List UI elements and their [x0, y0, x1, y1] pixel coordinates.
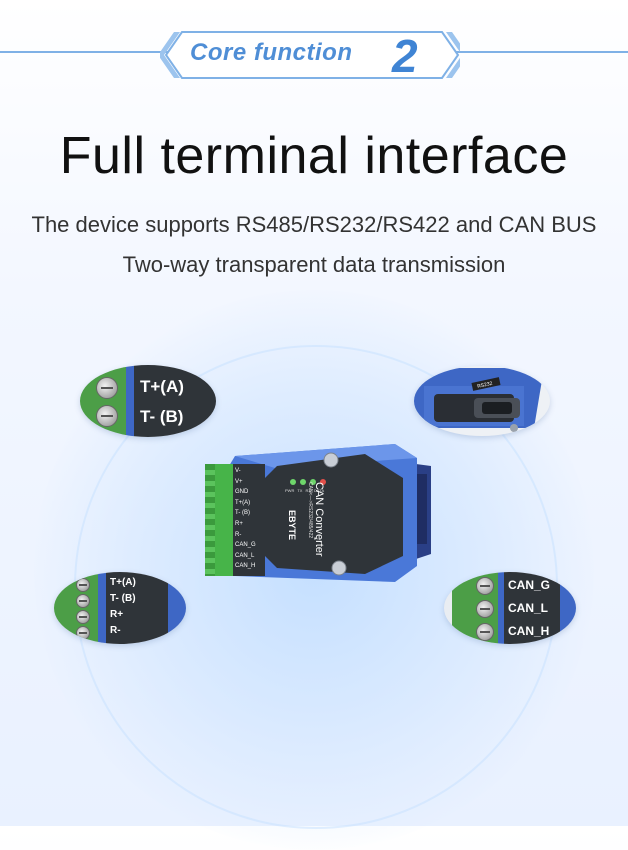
callout-rs422-terminal: T+(A) T- (B) R+ R-: [54, 572, 186, 644]
device-pin-label: CAN_L: [235, 552, 255, 559]
pin-label: R+: [110, 609, 124, 620]
led-labels: PWR TX RX DATA: [285, 488, 324, 493]
badge-frame: [160, 31, 460, 79]
device-pin-label: CAN_H: [235, 563, 256, 570]
screw-icon: [476, 577, 494, 595]
db9-port-icon: RS232: [414, 368, 544, 432]
wireless-icon: ◔: [308, 534, 320, 541]
screw-icon: [76, 610, 90, 624]
pin-label: CAN_G: [508, 578, 551, 592]
port-label-text: RS232: [477, 381, 493, 390]
device-model: CAN<—>RS232/485/422: [307, 482, 313, 539]
screw-icon: [76, 578, 90, 592]
device-pin-label: T- (B): [235, 510, 250, 517]
pin-label: CAN_H: [508, 624, 550, 638]
device-edge: [98, 572, 106, 644]
screw-icon: [76, 626, 90, 640]
device-edge: [168, 572, 186, 644]
device-pin-label: T+(A): [235, 499, 251, 506]
badge-line-left: [0, 51, 172, 53]
device-pin-label: CAN_G: [235, 542, 256, 549]
device-text-block: CAN Converter: [313, 482, 325, 557]
terminal-teeth: [205, 464, 215, 576]
callout-rs485-terminal: T+(A) T- (B): [80, 365, 216, 437]
screw-icon: [96, 377, 118, 399]
pin-label: R-: [110, 625, 121, 636]
label-panel: [106, 572, 168, 644]
label-panel: [134, 365, 216, 437]
led-label: RX: [305, 488, 312, 493]
led-label: DATA: [314, 488, 325, 493]
subtitle-line-1: The device supports RS485/RS232/RS422 an…: [31, 212, 597, 237]
label-panel: [504, 572, 560, 644]
device-edge: [560, 572, 576, 644]
screw-icon: [76, 594, 90, 608]
device-pin-label: R-: [235, 531, 242, 538]
page-title: Full terminal interface: [59, 127, 569, 185]
pin-label: T+(A): [110, 577, 136, 588]
screw-icon: [476, 623, 494, 641]
callout-db9-port: RS232: [414, 366, 550, 436]
device-pin-label: V-: [235, 468, 241, 474]
screw-icon: [476, 600, 494, 618]
device-pin-label: GND: [235, 489, 249, 496]
device-edge: [498, 572, 504, 644]
device-pin-label: R+: [235, 520, 243, 527]
can-converter-device: V- V+ GND T+(A) T- (B) R+ R- CAN_G CAN_L…: [205, 438, 435, 586]
led-label: TX: [297, 488, 303, 493]
screw-icon: [96, 405, 118, 427]
pin-label: T- (B): [110, 593, 136, 604]
led-label: PWR: [285, 488, 295, 493]
device-pin-label: V+: [235, 478, 243, 485]
device-illustration: [205, 444, 431, 582]
callout-can-terminal: CAN_G CAN_L CAN_H: [444, 572, 576, 644]
pin-label: T+(A): [140, 377, 184, 396]
pin-label: CAN_L: [508, 601, 549, 615]
core-function-badge: Core function 2: [160, 28, 460, 82]
device-pin-labels: V- V+ GND T+(A) T- (B) R+ R- CAN_G CAN_L…: [235, 466, 256, 572]
badge-line-right: [448, 51, 628, 53]
brand-logo: EBYTE: [287, 510, 297, 541]
subtitle-line-2: Two-way transparent data transmission: [122, 252, 506, 277]
badge-text: Core function: [190, 39, 353, 66]
pin-label: T- (B): [140, 407, 184, 426]
device-edge: [126, 365, 134, 437]
badge-number: 2: [392, 30, 418, 82]
device-name: CAN Converter: [313, 482, 325, 557]
